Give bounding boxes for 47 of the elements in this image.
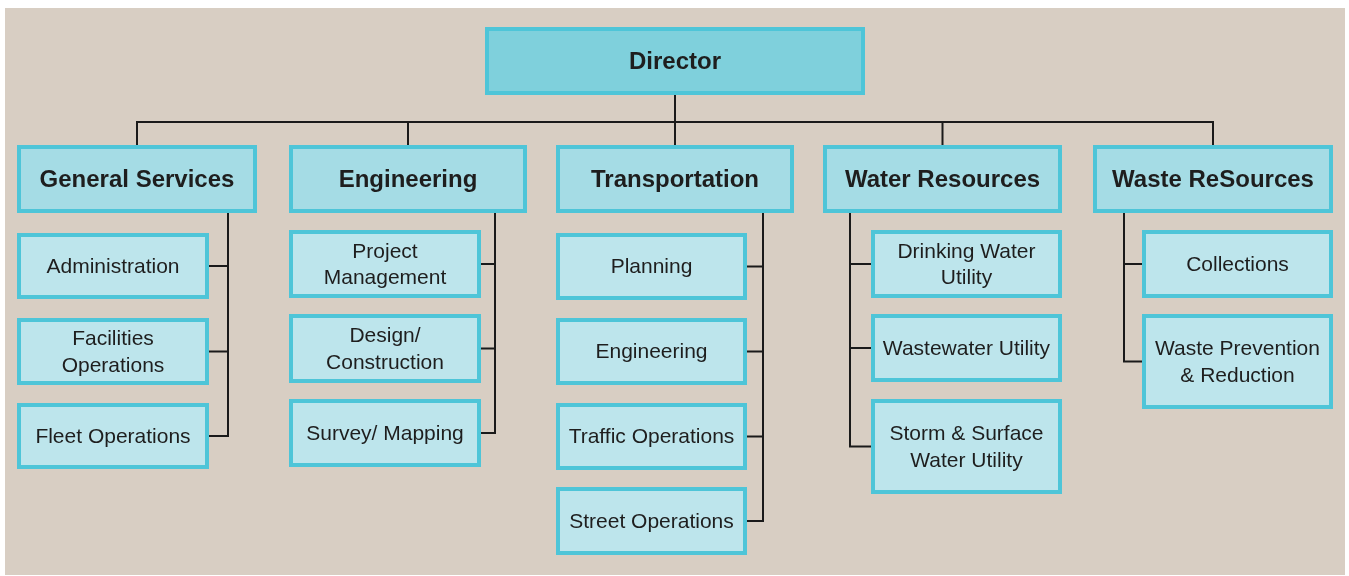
connector-line bbox=[480, 212, 496, 434]
box-label: Planning bbox=[610, 253, 693, 280]
box-label: Project Management bbox=[322, 237, 448, 290]
unit-box bbox=[556, 403, 747, 470]
box-label: Storm & Surface Water Utility bbox=[888, 420, 1045, 473]
director-box bbox=[485, 27, 865, 95]
box-label: Transportation bbox=[591, 164, 759, 194]
unit-box bbox=[556, 487, 747, 555]
box-label: Design/ Construction bbox=[325, 322, 445, 375]
box-label: Administration bbox=[46, 252, 180, 279]
box-label: Street Operations bbox=[569, 507, 734, 534]
box-label: Collections bbox=[1186, 250, 1289, 277]
unit-box bbox=[17, 318, 209, 385]
unit-box bbox=[556, 233, 747, 300]
unit-box bbox=[289, 230, 481, 298]
connector-line bbox=[746, 212, 764, 522]
unit-box bbox=[17, 403, 209, 469]
unit-box bbox=[17, 233, 209, 299]
connector-line bbox=[1123, 212, 1143, 363]
department-box bbox=[1093, 145, 1333, 213]
unit-box bbox=[871, 314, 1062, 382]
box-label: Fleet Operations bbox=[35, 422, 191, 449]
box-label: Engineering bbox=[595, 338, 708, 365]
department-box bbox=[823, 145, 1062, 213]
unit-box bbox=[289, 314, 481, 383]
box-label: Water Resources bbox=[844, 164, 1041, 194]
department-box bbox=[556, 145, 794, 213]
department-box bbox=[289, 145, 527, 213]
box-label: Survey/ Mapping bbox=[306, 419, 464, 446]
unit-box bbox=[871, 399, 1062, 494]
box-label: Waste Prevention & Reduction bbox=[1154, 335, 1321, 388]
box-label: Wastewater Utility bbox=[882, 334, 1051, 361]
box-label: Traffic Operations bbox=[568, 423, 735, 450]
box-label: Facilities Operations bbox=[60, 325, 166, 378]
box-label: Drinking Water Utility bbox=[896, 237, 1037, 290]
box-label: Engineering bbox=[338, 164, 478, 194]
unit-box bbox=[871, 230, 1062, 298]
unit-box bbox=[1142, 230, 1333, 298]
box-label: General Services bbox=[39, 164, 235, 194]
department-box bbox=[17, 145, 257, 213]
connector-line bbox=[208, 212, 229, 437]
unit-box bbox=[289, 399, 481, 467]
connector-line bbox=[849, 212, 872, 448]
box-label: Director bbox=[629, 46, 721, 76]
unit-box bbox=[556, 318, 747, 385]
box-label: Waste ReSources bbox=[1112, 164, 1314, 194]
unit-box bbox=[1142, 314, 1333, 409]
